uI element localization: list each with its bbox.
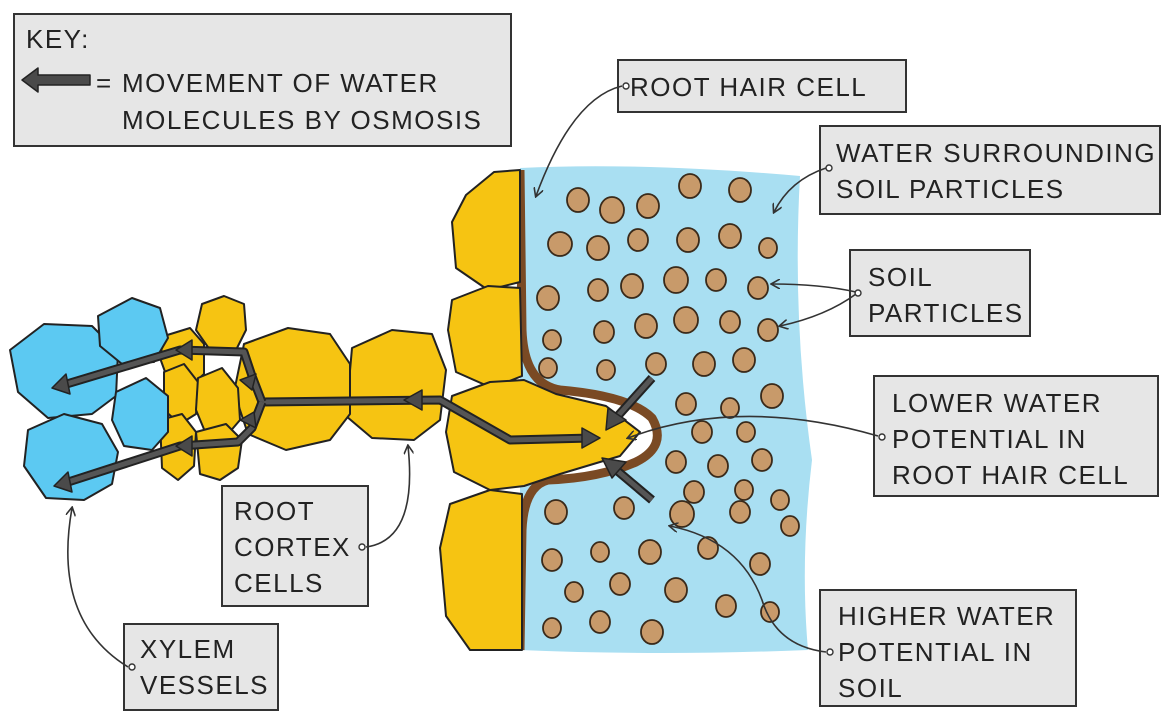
label-higher-water-potential: HIGHER WATER POTENTIAL IN SOIL	[820, 590, 1076, 706]
soil-particle	[676, 393, 696, 415]
soil-particle	[567, 188, 589, 212]
soil-particle	[781, 516, 799, 536]
soil-particle	[646, 353, 666, 375]
soil-particle	[679, 174, 701, 198]
label-soil-particles: SOIL PARTICLES	[850, 250, 1030, 336]
higher-water-potential-line-1: HIGHER WATER	[838, 601, 1055, 631]
soil-particle	[730, 501, 750, 523]
soil-particle	[771, 490, 789, 510]
soil-particle	[594, 321, 614, 343]
soil-particle	[735, 480, 753, 500]
soil-particle	[733, 348, 755, 372]
soil-particle	[674, 307, 698, 333]
soil-particle	[706, 269, 726, 291]
xylem-vessels-line-2: VESSELS	[140, 670, 269, 700]
water-surrounding-label-line-1: WATER SURROUNDING	[836, 138, 1156, 168]
soil-particle	[664, 267, 688, 293]
soil-particle	[597, 360, 615, 380]
soil-particle	[698, 537, 718, 559]
soil-particle	[600, 197, 624, 223]
label-lower-water-potential: LOWER WATER POTENTIAL IN ROOT HAIR CELL	[874, 376, 1158, 496]
soil-particle	[684, 481, 704, 503]
soil-particle	[721, 398, 739, 418]
soil-particle	[761, 384, 783, 408]
soil-particle	[758, 319, 778, 341]
soil-particle	[537, 286, 559, 310]
soil-particle	[737, 422, 755, 442]
key-box: KEY: = MOVEMENT OF WATER MOLECULES BY OS…	[14, 14, 511, 146]
soil-particles-label-line-1: SOIL	[868, 262, 933, 292]
soil-particle	[621, 274, 643, 298]
soil-particle	[635, 314, 657, 338]
soil-particle	[539, 358, 557, 378]
soil-particle	[670, 501, 694, 527]
soil-particle	[665, 578, 687, 602]
soil-particle	[692, 421, 712, 443]
root-hair-cell-label: ROOT HAIR CELL	[630, 72, 867, 102]
soil-particle	[591, 542, 609, 562]
soil-particle	[708, 455, 728, 477]
key-line-1: MOVEMENT OF WATER	[122, 68, 439, 98]
soil-particle	[750, 553, 770, 575]
soil-particle	[628, 229, 648, 251]
soil-particle	[588, 279, 608, 301]
root-cortex-cells-line-2: CORTEX	[234, 532, 351, 562]
label-root-hair-cell: ROOT HAIR CELL	[618, 60, 906, 112]
soil-particle	[548, 232, 572, 256]
soil-particle	[590, 611, 610, 633]
lower-water-potential-line-1: LOWER WATER	[892, 388, 1102, 418]
soil-particle	[759, 238, 777, 258]
soil-particle	[639, 540, 661, 564]
soil-particle	[720, 311, 740, 333]
soil-particle	[748, 277, 768, 299]
soil-particle	[716, 595, 736, 617]
root-cortex-cells-line-3: CELLS	[234, 568, 324, 598]
lower-water-potential-line-2: POTENTIAL IN	[892, 424, 1087, 454]
soil-particle	[545, 500, 567, 524]
key-title: KEY:	[26, 24, 90, 54]
soil-particle	[637, 194, 659, 218]
soil-particle	[543, 618, 561, 638]
root-cortex-cells-line-1: ROOT	[234, 496, 315, 526]
xylem-vessels-line-1: XYLEM	[140, 634, 236, 664]
soil-particle	[542, 549, 562, 571]
lower-water-potential-line-3: ROOT HAIR CELL	[892, 460, 1129, 490]
label-water-surrounding: WATER SURROUNDING SOIL PARTICLES	[820, 126, 1160, 214]
soil-particle	[610, 573, 630, 595]
label-root-cortex-cells: ROOT CORTEX CELLS	[222, 486, 368, 606]
key-line-2: MOLECULES BY OSMOSIS	[122, 105, 482, 135]
higher-water-potential-line-3: SOIL	[838, 673, 903, 703]
soil-particle	[666, 451, 686, 473]
higher-water-potential-line-2: POTENTIAL IN	[838, 637, 1033, 667]
soil-particle	[693, 352, 715, 376]
soil-particle	[565, 582, 583, 602]
soil-particle	[614, 497, 634, 519]
soil-particle	[719, 224, 741, 248]
soil-particles-label-line-2: PARTICLES	[868, 298, 1024, 328]
soil-particle	[677, 228, 699, 252]
key-equals: =	[96, 68, 113, 98]
label-xylem-vessels: XYLEM VESSELS	[124, 624, 278, 710]
soil-particle	[543, 330, 561, 350]
soil-particle	[752, 449, 772, 471]
soil-particle	[641, 620, 663, 644]
soil-particle	[729, 178, 751, 202]
water-surrounding-label-line-2: SOIL PARTICLES	[836, 174, 1065, 204]
soil-particle	[587, 236, 609, 260]
xylem-vessels	[10, 298, 168, 500]
